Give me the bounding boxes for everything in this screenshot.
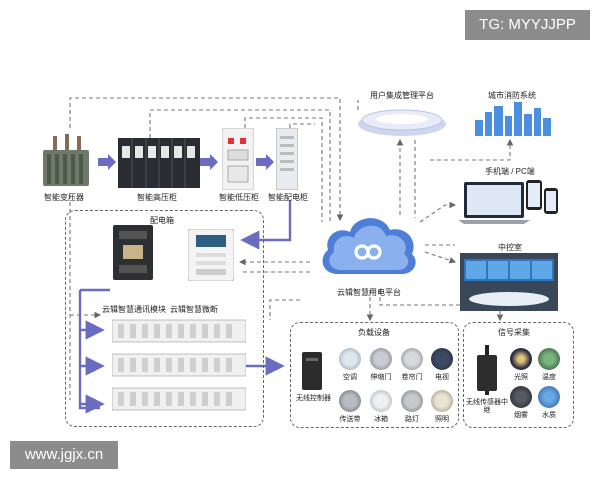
load-item-label: 卷帘门 [401,374,423,381]
distribution-box-title: 配电箱 [150,216,174,225]
load-item-label: 伸缩门 [370,374,392,381]
temperature-sensor-icon [538,348,560,370]
wireless-controller-label: 无线控制器 [296,395,331,402]
lv-cabinet-image [221,127,255,191]
air-conditioner-icon [339,348,361,370]
signal-item-label: 水质 [542,412,556,419]
main-breaker-image [113,225,153,280]
breaker-rows-image [111,316,247,416]
cloud-platform-icon [316,208,420,282]
control-room-label: 中控室 [498,243,522,252]
watermark-bottom: www.jgjx.cn [10,441,118,469]
light-sensor-icon [510,348,532,370]
conveyor-icon [339,390,361,412]
load-item-label: 空调 [343,374,357,381]
devices-image [458,178,560,228]
signal-item-label: 光照 [514,374,528,381]
lighting-icon [431,390,453,412]
comm-module-label: 云辑智慧通讯模块 [102,305,166,314]
smart-breaker-label: 云辑智慧微断 [170,305,218,314]
signal-item-label: 烟雾 [514,412,528,419]
dist-cabinet-image [275,127,299,191]
control-room-image [460,253,558,311]
hv-cabinet-label: 智能高压柜 [137,193,177,202]
wireless-controller-image [302,352,322,390]
load-devices-title: 负载设备 [358,328,390,337]
signal-title: 信号采集 [498,328,530,337]
tv-icon [431,348,453,370]
city-skyline-image [473,100,558,136]
transformer-label: 智能变压器 [44,193,84,202]
dist-cabinet-label: 智能配电柜 [268,193,308,202]
load-item-label: 传送带 [339,416,361,423]
load-item-label: 路灯 [405,416,419,423]
user-platform-icon [355,102,450,138]
watermark-top: TG: MYYJJPP [465,10,590,40]
cloud-platform-label: 云辑智慧用电平台 [337,288,401,297]
rolling-door-icon [401,348,423,370]
retractable-gate-icon [370,348,392,370]
load-item-label: 冰箱 [374,416,388,423]
signal-item-label: 温度 [542,374,556,381]
user-platform-label: 用户集成管理平台 [370,91,434,100]
smoke-sensor-icon [510,386,532,408]
load-item-label: 照明 [435,416,449,423]
distribution-box-frame [65,210,264,427]
signal-frame [463,322,574,428]
fridge-icon [370,390,392,412]
wireless-sensor-image [475,345,499,395]
lv-cabinet-label: 智能低压柜 [219,193,259,202]
load-devices-frame [290,322,459,428]
hv-cabinet-image [118,138,200,188]
fire-system-label: 城市消防系统 [488,91,536,100]
mobile-pc-label: 手机端 / PC端 [485,167,535,176]
smart-meter-image [187,228,235,282]
load-item-label: 电视 [435,374,449,381]
wireless-sensor-label: 无线传感器中继 [466,399,508,414]
street-light-icon [401,390,423,412]
transformer-image [35,132,97,190]
water-quality-sensor-icon [538,386,560,408]
